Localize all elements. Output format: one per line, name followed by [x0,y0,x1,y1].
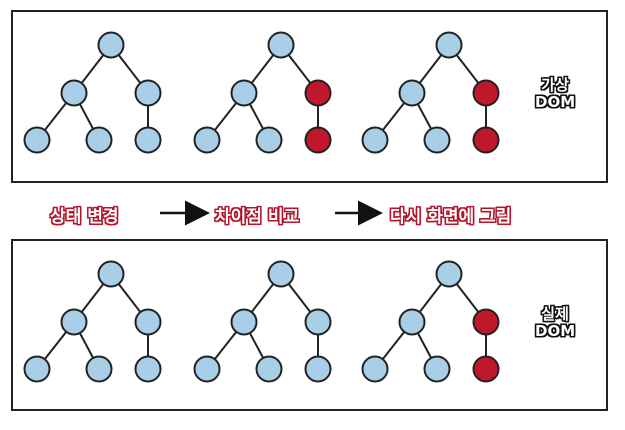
tree-node [398,79,426,107]
tree-node [361,355,389,383]
tree-node [134,308,162,336]
tree-node-changed [472,126,500,154]
tree-node [423,355,451,383]
tree-node [60,308,88,336]
tree-node [134,355,162,383]
tree-node [230,308,258,336]
virtual-dom-label: 가상 DOM [535,77,575,111]
tree-node [435,260,463,288]
tree-node-changed [472,308,500,336]
tree-node [230,79,258,107]
tree-node [97,260,125,288]
tree-node-changed [472,79,500,107]
tree-node [267,260,295,288]
virtual-dom-label-line2: DOM [535,93,576,111]
tree-node [85,126,113,154]
step-state-change: 상태 변경 [50,207,119,227]
tree-node-changed [472,355,500,383]
tree-node [97,31,125,59]
tree-node [134,126,162,154]
tree-node [255,355,283,383]
real-dom-label: 실제 DOM [535,306,575,340]
tree-node [398,308,426,336]
tree-node [60,79,88,107]
tree-node [134,79,162,107]
tree-node [361,126,389,154]
tree-node [23,355,51,383]
real-dom-tree-1 [23,260,162,383]
real-dom-tree-3 [361,260,500,383]
tree-node-changed [304,79,332,107]
tree-node [423,126,451,154]
tree-node [304,308,332,336]
step-diff-compare: 차이점 비교 [215,207,300,227]
tree-node [435,31,463,59]
real-dom-tree-2 [193,260,332,383]
tree-node [85,355,113,383]
tree-node [23,126,51,154]
tree-node [267,31,295,59]
virtual-dom-label-line1: 가상 [541,76,569,94]
real-dom-label-line2: DOM [535,322,576,340]
tree-node [255,126,283,154]
virtual-dom-tree-1 [23,31,162,154]
tree-node [304,355,332,383]
step-rerender: 다시 화면에 그림 [390,207,512,227]
virtual-dom-tree-3 [361,31,500,154]
tree-node [193,355,221,383]
tree-node-changed [304,126,332,154]
real-dom-label-line1: 실제 [541,305,569,323]
virtual-dom-tree-2 [193,31,332,154]
tree-node [193,126,221,154]
